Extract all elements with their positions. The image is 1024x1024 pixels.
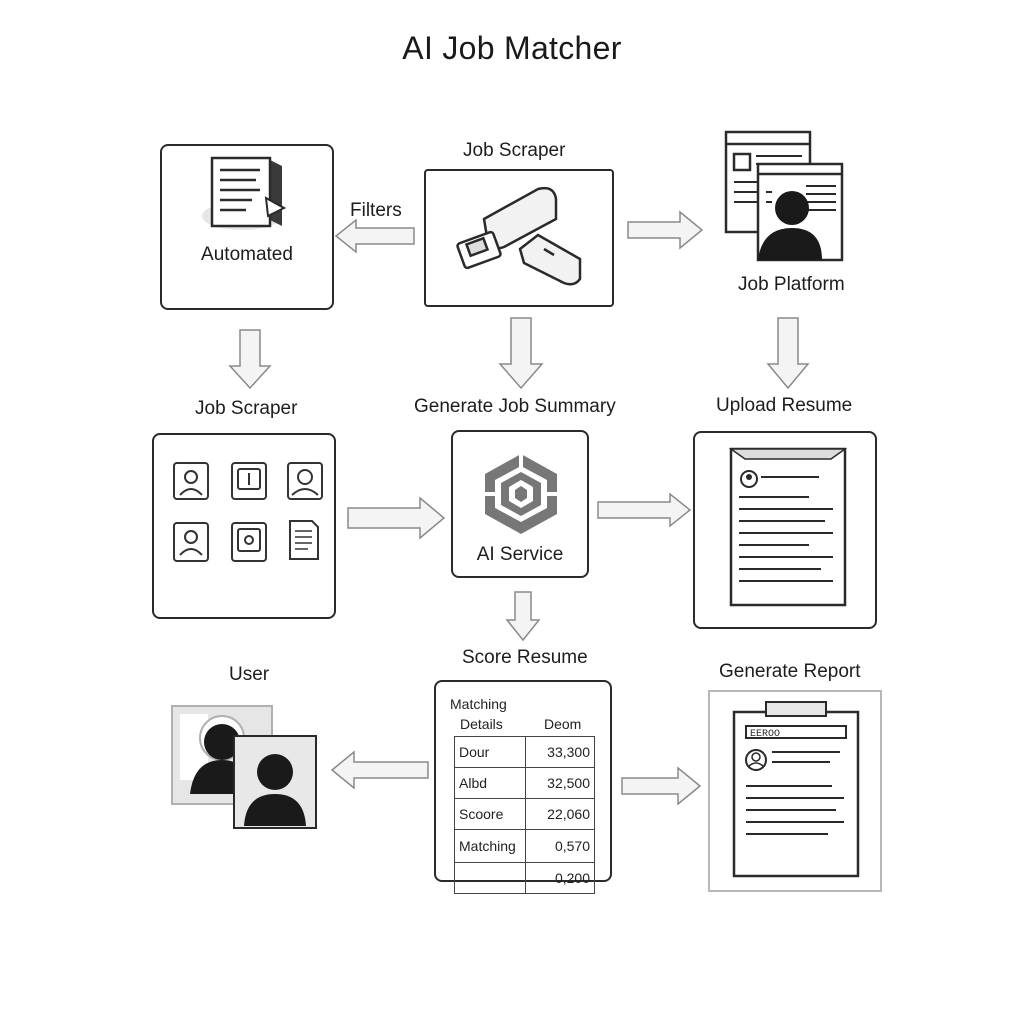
upload-resume-node (693, 431, 877, 629)
hexagon-chip-icon (485, 454, 557, 534)
user-avatars-icon (171, 705, 317, 829)
usb-connector-icon (456, 186, 582, 286)
clipboard-report-icon: EEROO (732, 701, 860, 878)
arrow-right (627, 210, 704, 250)
filters-label: Filters (350, 200, 402, 221)
cell-key: Matching (454, 829, 526, 863)
ai-service-label: AI Service (476, 544, 564, 565)
cell-key (454, 862, 526, 894)
user-label: User (229, 664, 270, 685)
cell-value: 33,300 (525, 736, 595, 768)
generate-job-summary-label: Generate Job Summary (414, 396, 616, 417)
arrow-left (330, 750, 429, 790)
table-row: 0,200 (454, 862, 595, 894)
table-row: Scoore 22,060 (454, 798, 595, 830)
resume-document-icon (728, 447, 848, 607)
matching-table: Dour 33,300 Albd 32,500 Scoore 22,060 Ma… (454, 736, 595, 894)
arrow-down (228, 329, 272, 390)
generate-report-label: Generate Report (719, 661, 861, 682)
upload-resume-label: Upload Resume (716, 395, 853, 416)
job-scraper-top-node (424, 169, 614, 307)
profile-cards-icon (173, 462, 323, 562)
document-stack-icon (202, 156, 287, 230)
matching-table-node: Matching Details Deom Dour 33,300 Albd 3… (434, 680, 612, 894)
automated-node: Automated (160, 144, 334, 310)
cell-key: Scoore (454, 798, 526, 830)
arrow-right (597, 492, 692, 528)
job-scraper-mid-label: Job Scraper (195, 398, 298, 419)
table-row: Albd 32,500 (454, 767, 595, 799)
arrow-right (347, 496, 446, 540)
arrow-left (334, 218, 415, 254)
ai-service-node: AI Service (451, 430, 589, 578)
table-row: Matching 0,570 (454, 829, 595, 863)
diagram-title: AI Job Matcher (402, 30, 622, 66)
resume-browser-icon (724, 130, 844, 262)
automated-label: Automated (201, 244, 293, 265)
table-header-left: Matching (450, 696, 507, 712)
generate-report-node: EEROO (708, 690, 882, 892)
job-scraper-top-label: Job Scraper (463, 140, 566, 161)
report-header-text: EEROO (750, 729, 780, 740)
cell-value: 0,200 (525, 862, 595, 894)
table-header-left-sub: Details (460, 716, 503, 732)
cell-key: Albd (454, 767, 526, 799)
cell-value: 22,060 (525, 798, 595, 830)
arrow-right (621, 766, 702, 806)
arrow-down (766, 317, 810, 390)
table-header-right: Deom (544, 716, 582, 732)
cell-value: 32,500 (525, 767, 595, 799)
arrow-down (505, 591, 541, 642)
arrow-down (498, 317, 544, 390)
cell-key: Dour (454, 736, 526, 768)
score-resume-label: Score Resume (462, 647, 588, 668)
job-platform-label: Job Platform (738, 274, 845, 295)
profiles-node (152, 433, 336, 619)
table-row: Dour 33,300 (454, 736, 595, 768)
cell-value: 0,570 (525, 829, 595, 863)
